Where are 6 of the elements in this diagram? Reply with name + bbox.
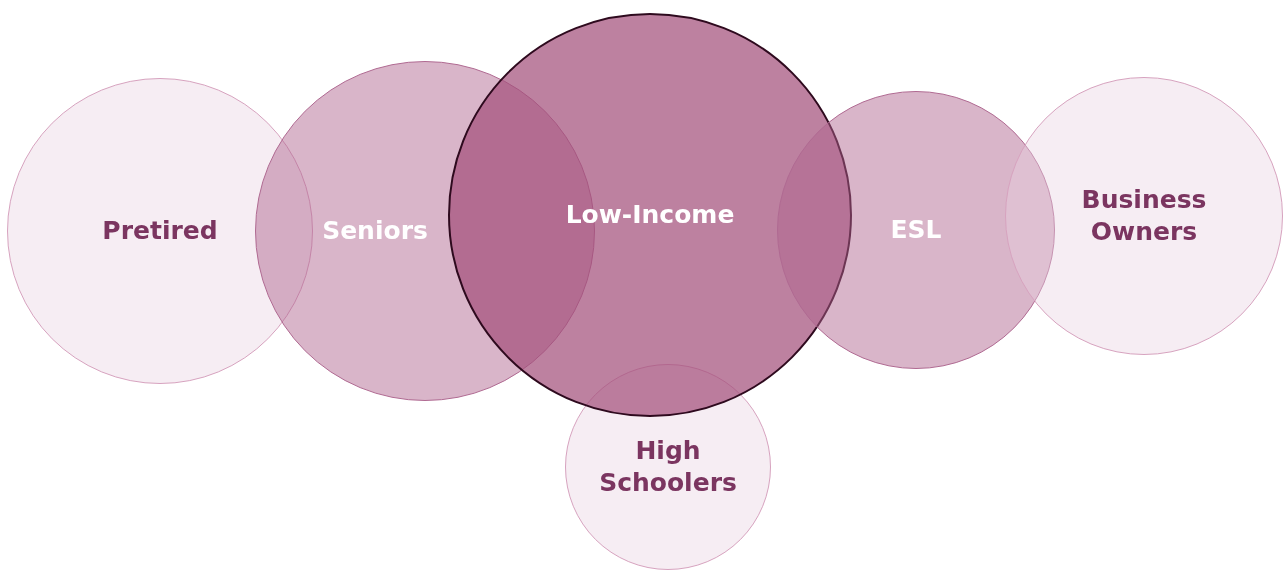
- circle-label: Low-Income: [565, 198, 735, 231]
- circle-label: Seniors: [322, 214, 428, 247]
- circle-label: ESL: [890, 213, 942, 246]
- circle-label: Business Owners: [1080, 183, 1208, 248]
- circle-label: Pretired: [102, 214, 218, 247]
- circle-label: High Schoolers: [598, 434, 738, 499]
